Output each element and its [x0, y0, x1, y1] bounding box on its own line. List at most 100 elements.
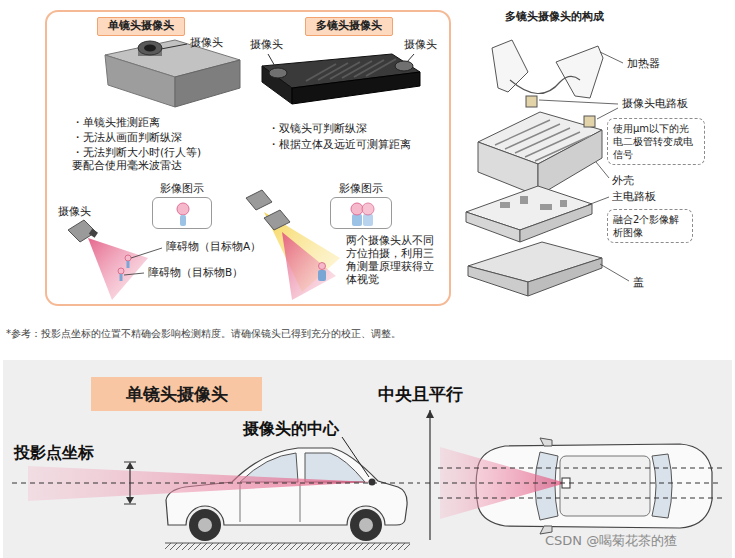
- single-camera-beam-part: [89, 229, 98, 238]
- section-heading: 多镜头摄像头的构成: [505, 10, 604, 24]
- figure-icon: [352, 214, 362, 226]
- top-view-car-part: [438, 498, 722, 499]
- image-preview-box: 影像图示: [330, 197, 392, 229]
- single-camera-device-part: [105, 55, 175, 107]
- multi-camera-device-part: [262, 66, 292, 104]
- section-tag: 多镜头摄像头: [305, 17, 393, 36]
- side-view-car-part: [359, 518, 373, 532]
- side-view-car-part: [369, 479, 376, 486]
- side-view-car-part: [124, 504, 136, 505]
- bullet-text: ・双镜头可判断纵深: [268, 122, 367, 135]
- multi-camera-device: [262, 54, 420, 104]
- bottom-panel-part: [3, 360, 732, 558]
- exploded-view-part: [468, 266, 528, 296]
- exploded-view-part: [540, 204, 552, 210]
- exploded-view-part: [520, 196, 528, 204]
- target-label: 障碍物（目标物A）: [166, 240, 261, 253]
- callout-label: 中央且平行: [378, 384, 463, 405]
- figure-icon: [180, 215, 186, 226]
- bullet-text: ・根据立体及远近可测算距离: [268, 138, 411, 151]
- top-panel: [46, 11, 450, 305]
- top-view-car-part: [440, 447, 566, 519]
- exploded-view-part: [600, 52, 623, 63]
- part-label: 摄像头: [250, 38, 283, 52]
- part-label: 摄像头电路板: [622, 97, 688, 111]
- side-view-car-part: [124, 462, 136, 463]
- callout-label: 摄像头的中心: [243, 419, 339, 439]
- side-view-car: [12, 437, 420, 550]
- side-view-car-part: [300, 484, 301, 522]
- section-tag: 单镜头摄像头: [97, 17, 185, 36]
- exploded-view-part: [538, 130, 602, 196]
- section-tag: 单镜头摄像头: [91, 377, 262, 411]
- part-label: 盖: [633, 276, 644, 290]
- side-view-car-part: [189, 509, 221, 541]
- exploded-view-part: [492, 40, 528, 92]
- single-camera-device-part: [161, 44, 187, 49]
- preview-heading: 影像图示: [339, 181, 383, 196]
- multi-camera-device-part: [407, 54, 414, 62]
- multi-camera-device-part: [395, 61, 413, 71]
- exploded-view-part: [584, 116, 595, 127]
- exploded-view-part: [526, 96, 537, 107]
- top-view-car-part: [426, 410, 434, 418]
- top-view-car-part: [429, 410, 430, 540]
- exploded-view: [466, 40, 629, 296]
- box-text: 多镜头摄像头: [316, 19, 382, 34]
- exploded-view-part: [588, 197, 609, 205]
- image-preview-box: 影像图示: [152, 197, 212, 229]
- box-text: 使用μm以下的光电二极管转变成电信号: [613, 122, 699, 161]
- explanation-text: 两个摄像头从不同方位拍摄，利用三角测量原理获得立体视觉: [346, 234, 440, 287]
- exploded-view-part: [539, 100, 618, 104]
- bottom-panel: [3, 360, 732, 558]
- part-label: 加热器: [627, 57, 660, 71]
- multi-camera-beams-part: [318, 270, 326, 281]
- top-view-car-part: [652, 454, 672, 518]
- figure-icon: [351, 203, 363, 215]
- watermark: CSDN @喝菊花茶的猹: [545, 533, 677, 549]
- preview-icon: [153, 198, 211, 228]
- bullet-text: ・无法判断大小时(行人等)要配合使用毫米波雷达: [72, 146, 212, 172]
- part-label: 摄像头: [190, 36, 223, 50]
- single-camera-beam-part: [120, 274, 123, 281]
- multi-camera-beams-part: [319, 263, 326, 270]
- preview-icon: [331, 198, 391, 228]
- exploded-view-part: [528, 258, 602, 296]
- side-view-car-part: [342, 437, 369, 477]
- side-view-car-part: [165, 543, 410, 550]
- single-camera-device-part: [144, 45, 156, 52]
- multi-camera-device-part: [268, 54, 276, 68]
- side-view-car-part: [350, 509, 382, 541]
- box-text: 融合2个影像解析图像: [613, 213, 687, 239]
- top-view-car-part: [560, 456, 650, 516]
- exploded-view-part: [600, 264, 629, 281]
- multi-camera-beams-part: [246, 190, 272, 210]
- single-camera-beam-part: [127, 261, 130, 268]
- part-label: 外壳: [612, 174, 634, 188]
- single-camera-beam-part: [118, 268, 124, 274]
- box-text: 单镜头摄像头: [126, 383, 228, 406]
- side-view-car-part: [126, 462, 134, 504]
- bullet-text: ・无法从画面判断纵深: [72, 131, 182, 144]
- box-text: 单镜头摄像头: [108, 19, 174, 34]
- callout-box: 融合2个影像解析图像: [607, 209, 693, 243]
- figure-icon: [363, 214, 373, 226]
- part-label: 主电路板: [612, 190, 656, 204]
- target-label: 障碍物（目标物B）: [148, 266, 243, 279]
- top-panel-part: [46, 11, 450, 305]
- multi-camera-beams-part: [264, 210, 290, 230]
- note-text: *参考：投影点坐标的位置不精确会影响检测精度。请确保镜头已得到充分的校正、调整。: [6, 328, 401, 341]
- single-camera-beam-part: [124, 273, 144, 275]
- single-camera-device-part: [175, 60, 240, 107]
- part-label: 摄像头: [404, 38, 437, 52]
- callout-box: 使用μm以下的光电二极管转变成电信号: [607, 118, 705, 165]
- single-camera-beam: [68, 220, 162, 300]
- single-camera-device: [105, 40, 240, 107]
- single-camera-beam-part: [88, 238, 148, 300]
- top-view-car-part: [425, 483, 722, 484]
- exploded-view-part: [466, 212, 520, 242]
- top-view-car: [425, 410, 722, 540]
- exploded-view-part: [500, 202, 510, 208]
- exploded-view-part: [556, 46, 603, 98]
- exploded-view-part: [495, 120, 590, 161]
